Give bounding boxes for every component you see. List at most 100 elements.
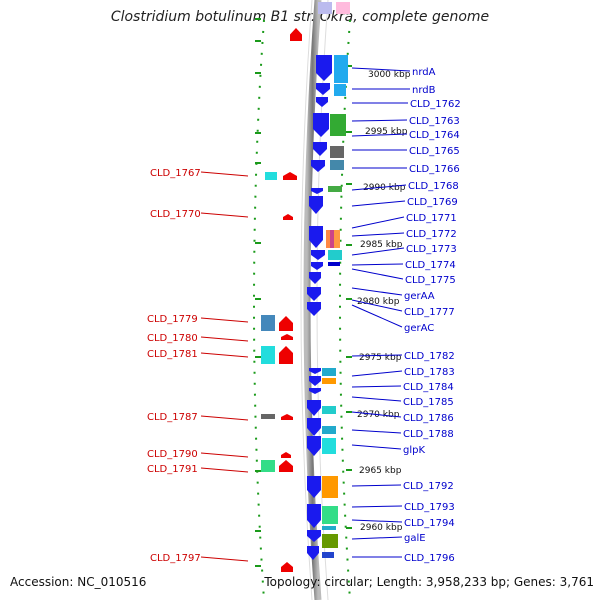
gene-block <box>261 346 275 364</box>
gene-arrow-left-strand <box>279 316 293 331</box>
guide-dash <box>346 527 352 529</box>
gene-arrow-right-strand <box>307 476 321 498</box>
left-gene-label: CLD_1780 <box>147 333 198 344</box>
right-gene-label: CLD_1768 <box>408 181 459 192</box>
left-label-connector <box>200 171 249 177</box>
right-label-connector <box>351 484 402 487</box>
right-gene-label: CLD_1784 <box>403 382 454 393</box>
gene-block <box>322 406 336 414</box>
gene-arrow-left-strand <box>279 460 293 472</box>
right-label-connector <box>351 444 402 450</box>
right-gene-label: gerAA <box>404 291 435 302</box>
left-gene-label: CLD_1787 <box>147 412 198 423</box>
right-gene-label: CLD_1783 <box>404 367 455 378</box>
gene-block <box>328 250 342 260</box>
backbone-inner-edge <box>300 0 313 600</box>
gene-arrow-right-strand <box>309 226 323 248</box>
right-label-connector <box>351 216 405 229</box>
scale-tick-label: 2990 kbp <box>363 183 406 193</box>
left-gene-label: CLD_1797 <box>150 553 201 564</box>
right-gene-label: CLD_1764 <box>409 130 460 141</box>
right-label-connector <box>351 396 402 402</box>
gene-arrow-left-strand <box>283 214 293 220</box>
inner-guide-track <box>253 19 265 600</box>
left-label-connector <box>200 317 249 323</box>
right-label-connector <box>351 304 403 328</box>
left-gene-label: CLD_1779 <box>147 314 198 325</box>
guide-dash <box>255 356 261 358</box>
gene-block <box>328 186 342 192</box>
gene-arrow-right-strand <box>307 504 321 528</box>
right-label-connector <box>351 299 403 312</box>
guide-dash <box>346 183 352 185</box>
left-label-connector <box>200 212 249 218</box>
gene-arrow-right-strand <box>316 97 328 107</box>
gene-arrow-right-strand <box>309 196 323 214</box>
gene-arrow-right-strand <box>307 546 319 560</box>
right-gene-label: CLD_1763 <box>409 116 460 127</box>
gene-arrow-left-strand <box>281 414 293 420</box>
right-gene-label: nrdA <box>412 67 436 78</box>
scale-tick-label: 2960 kbp <box>360 523 403 533</box>
label-connectors <box>200 67 411 562</box>
guide-dash <box>346 469 352 471</box>
outer-guide-track <box>339 19 351 600</box>
right-label-connector <box>351 385 402 388</box>
scale-tick-label: 2995 kbp <box>365 127 408 137</box>
gene-block <box>322 368 336 376</box>
right-label-connector <box>351 232 405 237</box>
gene-block <box>322 552 334 558</box>
gene-block <box>328 262 340 266</box>
gene-features <box>261 2 350 572</box>
gene-block <box>322 378 336 384</box>
gene-arrow-right-strand <box>313 113 329 137</box>
right-gene-label: CLD_1766 <box>409 164 460 175</box>
genome-summary-text: Topology: circular; Length: 3,958,233 bp… <box>264 575 594 589</box>
gene-block <box>322 526 336 530</box>
gene-block <box>330 160 344 170</box>
gene-block <box>330 146 344 158</box>
scale-tick-label: 3000 kbp <box>368 70 411 80</box>
guide-dash <box>255 470 261 472</box>
right-label-connector <box>351 429 402 434</box>
guide-dash <box>346 244 352 246</box>
guide-dash <box>346 411 352 413</box>
gene-arrow-left-strand <box>290 28 302 41</box>
guide-dash <box>255 242 261 244</box>
gene-arrow-right-strand <box>307 400 321 416</box>
gene-arrow-right-strand <box>309 272 321 284</box>
right-label-connector <box>351 67 411 72</box>
gene-arrow-right-strand <box>311 250 325 260</box>
accession-text: Accession: NC_010516 <box>10 575 147 589</box>
gene-arrow-right-strand <box>307 287 321 301</box>
map-title: Clostridium botulinum B1 str. Okra, comp… <box>110 9 490 25</box>
right-gene-label: galE <box>404 533 426 544</box>
gene-block <box>322 426 336 434</box>
guide-dash <box>346 298 352 300</box>
gene-arrow-right-strand <box>313 142 327 156</box>
scale-tick-label: 2980 kbp <box>357 297 400 307</box>
gene-block <box>322 506 338 524</box>
gene-block <box>330 230 334 248</box>
left-gene-label: CLD_1781 <box>147 349 198 360</box>
right-label-connector <box>351 200 406 207</box>
right-label-connector <box>351 287 403 296</box>
guide-dash <box>346 356 352 358</box>
right-gene-label: nrdB <box>412 85 436 96</box>
gene-block <box>265 172 277 180</box>
gene-arrow-left-strand <box>281 562 293 572</box>
gene-block <box>330 114 346 136</box>
gene-block <box>261 414 275 419</box>
right-gene-label: CLD_1796 <box>404 553 455 564</box>
guide-dash <box>255 565 261 567</box>
guide-dash <box>255 132 261 134</box>
scale-tick-label: 2965 kbp <box>359 466 402 476</box>
right-label-connector <box>351 519 403 523</box>
right-gene-label: CLD_1786 <box>403 413 454 424</box>
right-gene-label: CLD_1771 <box>406 213 457 224</box>
guide-dash <box>255 162 261 164</box>
gene-labels: CLD_1767CLD_1770CLD_1779CLD_1780CLD_1781… <box>147 67 461 564</box>
right-label-connector <box>351 536 403 540</box>
right-gene-label: CLD_1772 <box>406 229 457 240</box>
